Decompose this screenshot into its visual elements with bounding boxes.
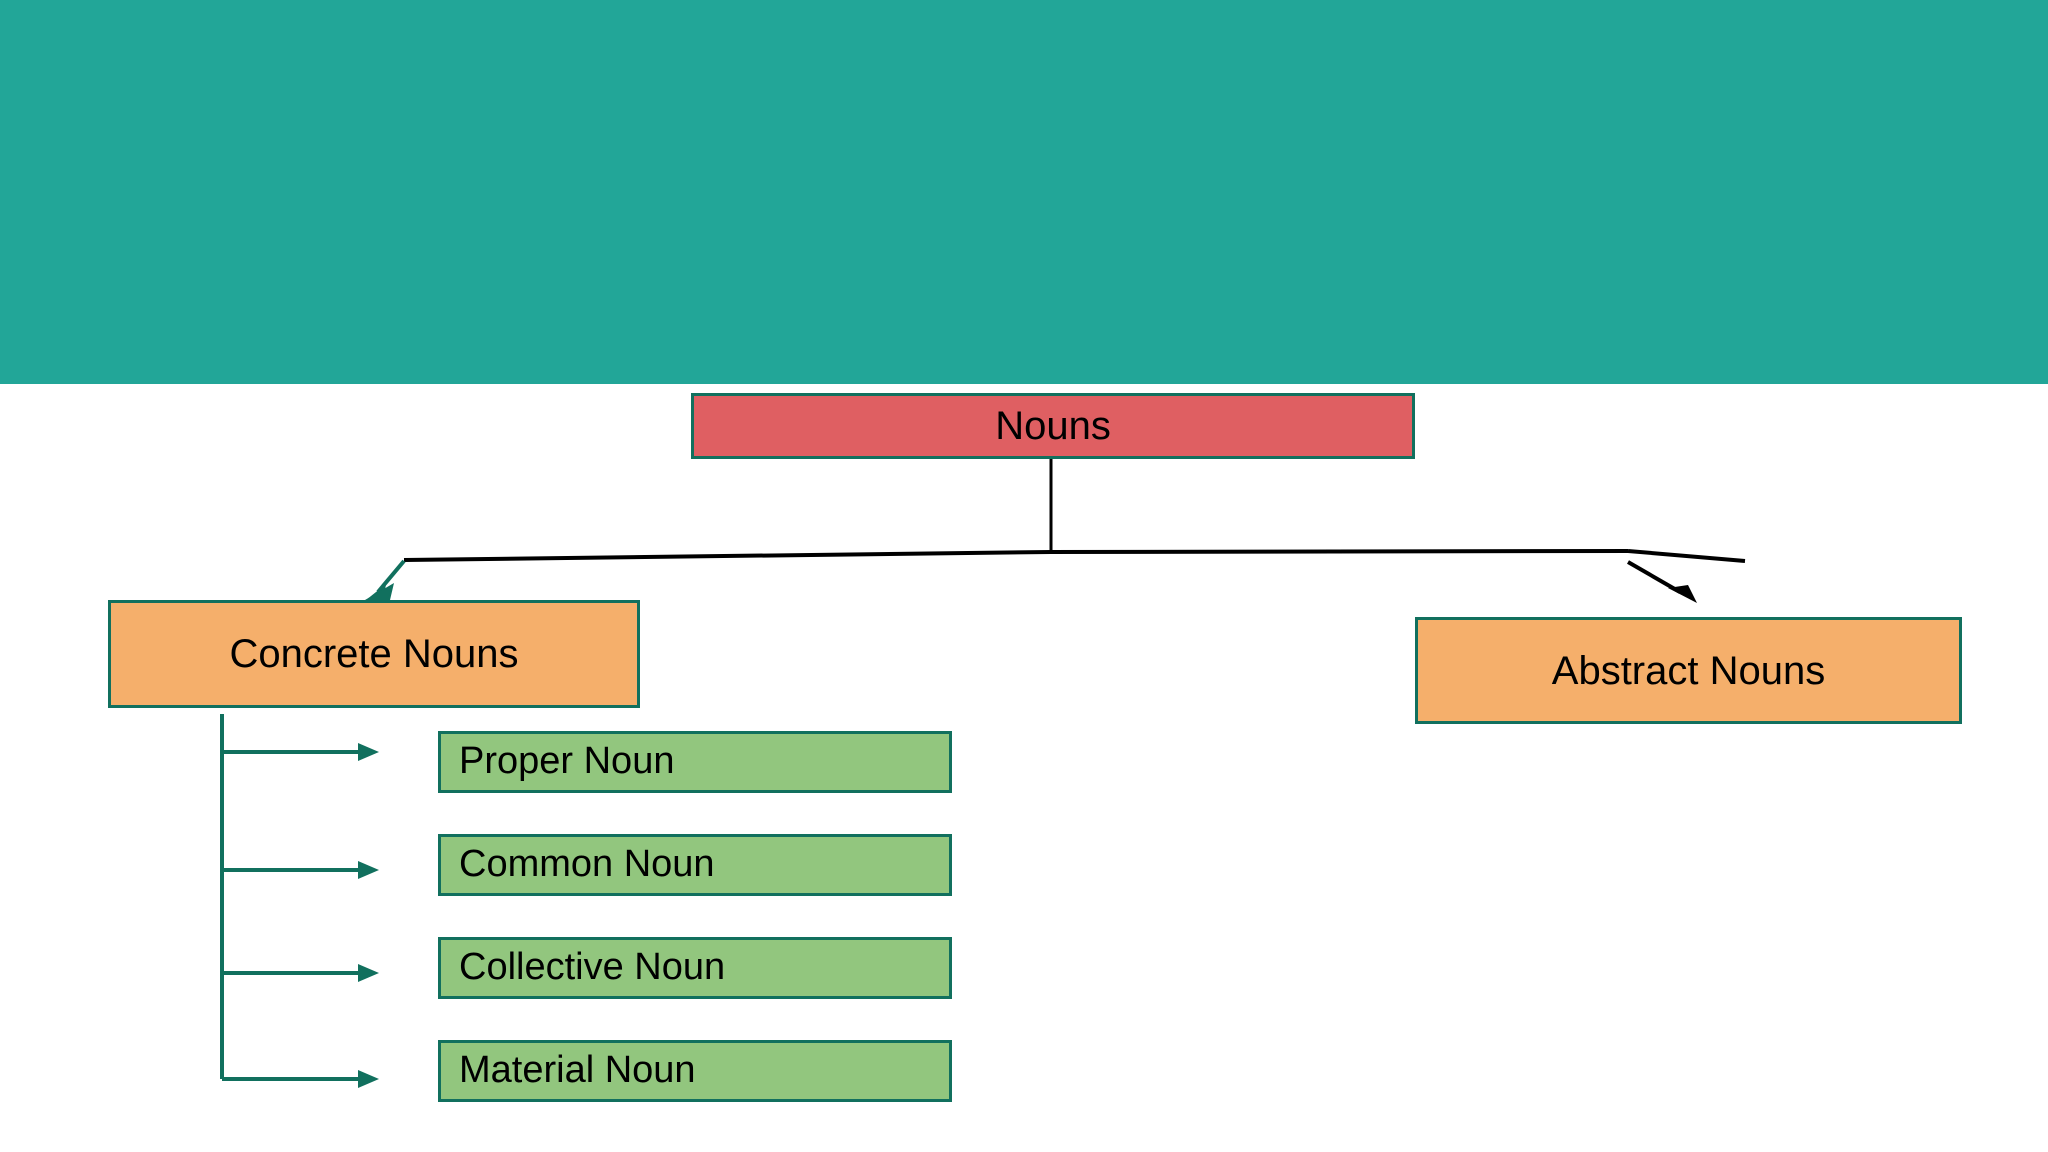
teal-banner xyxy=(0,0,2048,384)
arrowhead-to-abstract xyxy=(1668,585,1697,603)
edge-spine-right xyxy=(1050,549,1629,554)
node-material-noun[interactable]: Material Noun xyxy=(438,1040,952,1102)
edge-spine-right-tail xyxy=(1627,549,1746,563)
node-material-noun-label: Material Noun xyxy=(459,1049,696,1092)
node-collective-noun-label: Collective Noun xyxy=(459,946,726,989)
arrowhead-to-concrete xyxy=(366,584,392,600)
node-concrete-nouns[interactable]: Concrete Nouns xyxy=(108,600,640,708)
arrowhead-to-material xyxy=(358,1070,379,1088)
edge-to-concrete xyxy=(376,559,406,594)
node-collective-noun[interactable]: Collective Noun xyxy=(438,937,952,999)
node-nouns[interactable]: Nouns xyxy=(691,393,1415,459)
node-concrete-nouns-label: Concrete Nouns xyxy=(229,632,519,676)
node-proper-noun[interactable]: Proper Noun xyxy=(438,731,952,793)
node-proper-noun-label: Proper Noun xyxy=(459,740,675,783)
edge-spine-left xyxy=(403,550,1052,562)
edge-to-abstract xyxy=(1627,560,1681,594)
arrowhead-to-concrete-body xyxy=(365,583,394,600)
node-abstract-nouns-label: Abstract Nouns xyxy=(1551,648,1826,693)
node-common-noun-label: Common Noun xyxy=(459,843,715,886)
arrowhead-to-common xyxy=(358,861,379,879)
node-abstract-nouns[interactable]: Abstract Nouns xyxy=(1415,617,1962,724)
node-nouns-label: Nouns xyxy=(995,404,1111,448)
arrowhead-to-collective xyxy=(358,964,379,982)
node-common-noun[interactable]: Common Noun xyxy=(438,834,952,896)
arrowhead-to-proper xyxy=(358,743,379,761)
